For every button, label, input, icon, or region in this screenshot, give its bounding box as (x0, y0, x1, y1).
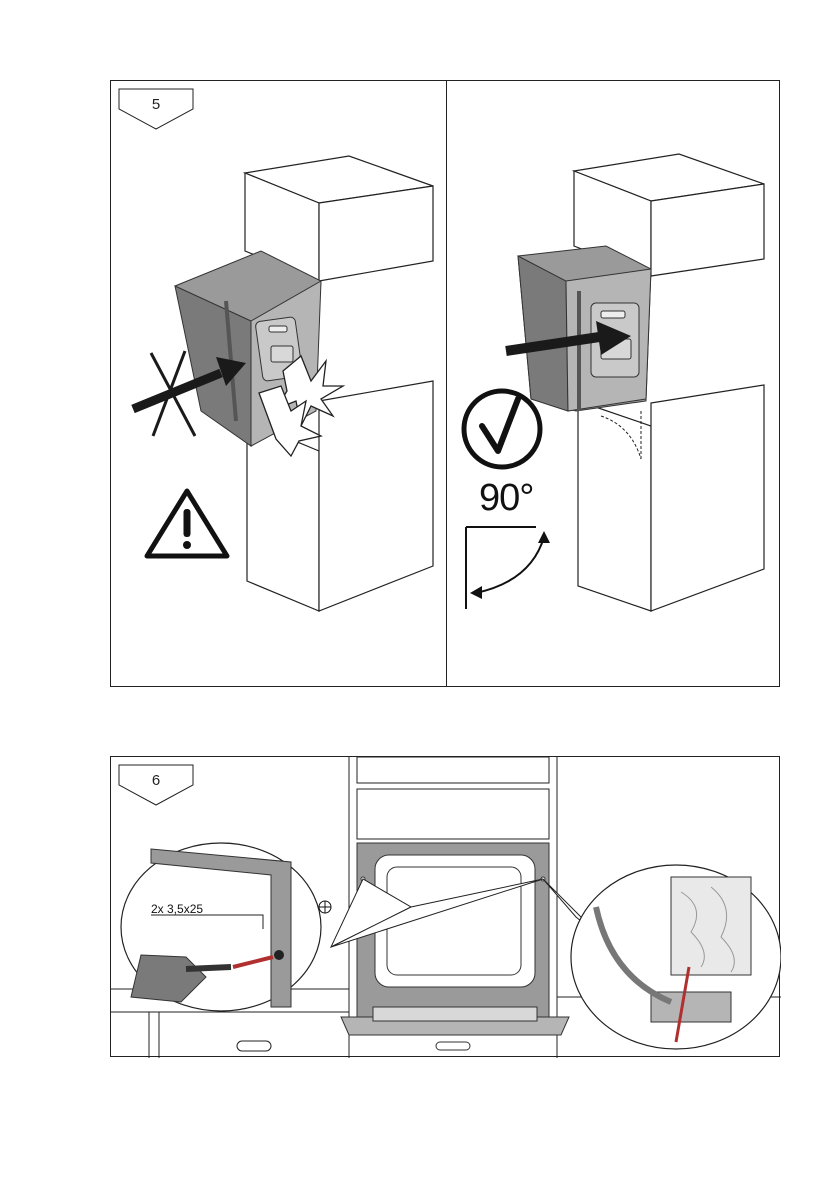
warning-triangle-icon (147, 491, 227, 556)
phillips-screw-icon (319, 901, 331, 913)
angle-label: 90° (479, 477, 533, 520)
wrong-cross-icon (151, 351, 195, 436)
correct-installation-illustration (446, 81, 781, 688)
correct-check-icon (464, 391, 540, 467)
left-detail-bubble (121, 843, 331, 1011)
step-6-panel: 6 (110, 756, 780, 1057)
screw-spec-label: 2x 3,5x25 (151, 902, 203, 916)
right-detail-bubble (571, 865, 781, 1049)
incorrect-installation-illustration (111, 81, 446, 688)
step-5-panel: 5 (110, 80, 780, 687)
screw-fixing-illustration (111, 757, 781, 1058)
